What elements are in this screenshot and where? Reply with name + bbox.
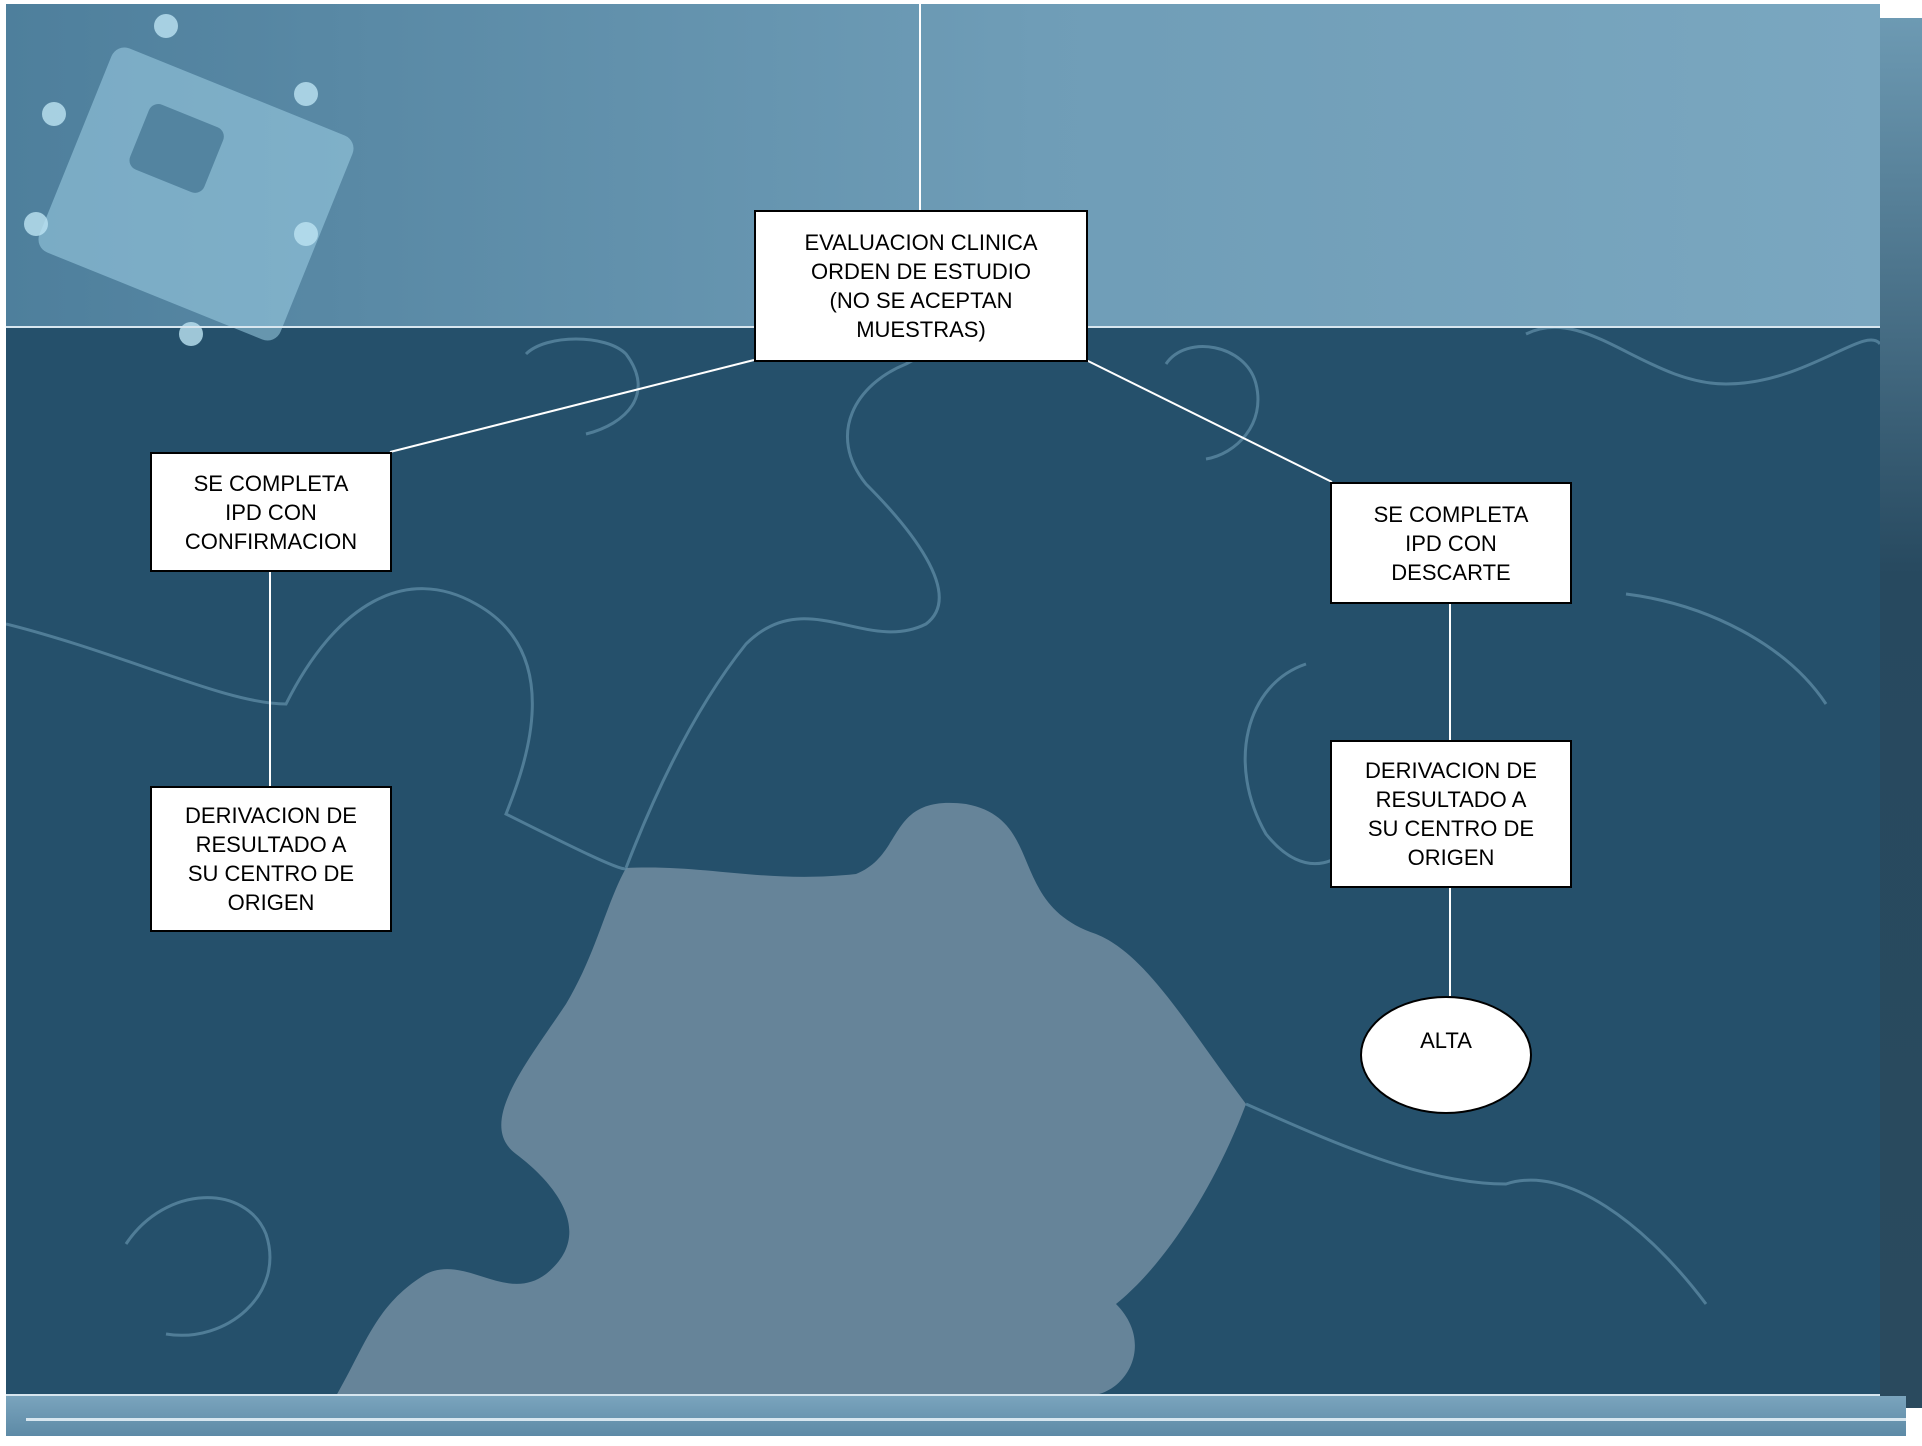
connector-evaluacion-to-descarte	[1086, 360, 1332, 482]
node-derivacion-left: DERIVACION DE RESULTADO A SU CENTRO DE O…	[150, 786, 392, 932]
slide-background: EVALUACION CLINICA ORDEN DE ESTUDIO (NO …	[6, 4, 1880, 1396]
node-ipd-descarte: SE COMPLETA IPD CON DESCARTE	[1330, 482, 1572, 604]
slide-bottom-line	[6, 1394, 1880, 1396]
node-evaluacion-clinica-label: EVALUACION CLINICA ORDEN DE ESTUDIO (NO …	[804, 228, 1037, 344]
node-evaluacion-clinica: EVALUACION CLINICA ORDEN DE ESTUDIO (NO …	[754, 210, 1088, 362]
node-alta: ALTA	[1360, 996, 1532, 1114]
node-derivacion-right-label: DERIVACION DE RESULTADO A SU CENTRO DE O…	[1365, 756, 1537, 872]
node-ipd-confirmacion-label: SE COMPLETA IPD CON CONFIRMACION	[185, 469, 357, 556]
node-alta-label: ALTA	[1420, 1026, 1472, 1055]
right-edge-strip	[1880, 18, 1922, 1408]
node-ipd-descarte-label: SE COMPLETA IPD CON DESCARTE	[1374, 500, 1529, 587]
bottom-divider-line	[26, 1418, 1906, 1421]
bottom-band	[6, 1396, 1906, 1436]
node-derivacion-right: DERIVACION DE RESULTADO A SU CENTRO DE O…	[1330, 740, 1572, 888]
node-derivacion-left-label: DERIVACION DE RESULTADO A SU CENTRO DE O…	[185, 801, 357, 917]
node-ipd-confirmacion: SE COMPLETA IPD CON CONFIRMACION	[150, 452, 392, 572]
connector-evaluacion-to-confirmacion	[390, 360, 754, 452]
